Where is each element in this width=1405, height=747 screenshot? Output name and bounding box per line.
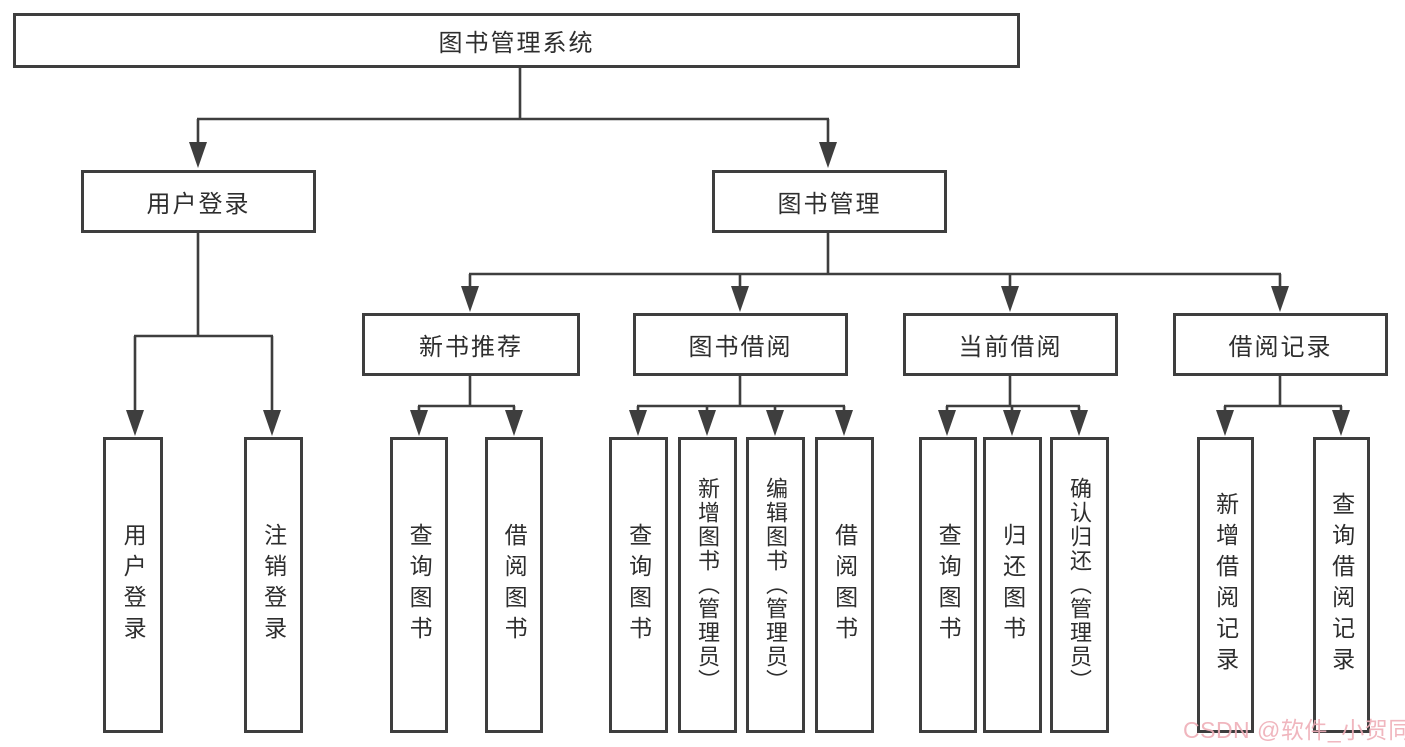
node-current-borrowing: 当前借阅 (903, 313, 1118, 376)
node-label: 借阅图书 (501, 523, 528, 647)
node-label: 新增图书（管理员） (695, 477, 721, 693)
leaf-query-books-borrow: 查询图书 (609, 437, 668, 733)
node-user-login: 用户登录 (81, 170, 316, 233)
leaf-return-books: 归还图书 (983, 437, 1042, 733)
connector-login-to-leaves (133, 233, 274, 411)
node-library-management-system: 图书管理系统 (13, 13, 1020, 68)
node-label: 图书管理 (777, 191, 882, 218)
node-label: 查询图书 (935, 523, 962, 647)
connector-borrow-to-leaves (636, 376, 846, 411)
leaf-confirm-return-admin: 确认归还（管理员） (1050, 437, 1109, 733)
leaf-user-login: 用户登录 (103, 437, 163, 733)
connector-current-to-leaves (945, 376, 1081, 411)
node-label: 新书推荐 (419, 334, 523, 361)
node-label: 注销登录 (260, 523, 287, 647)
node-label: 确认归还（管理员） (1067, 477, 1093, 693)
node-label: 查询图书 (625, 523, 652, 647)
node-label: 查询借阅记录 (1328, 492, 1355, 678)
node-new-book-recommend: 新书推荐 (362, 313, 580, 376)
node-label: 新增借阅记录 (1212, 492, 1239, 678)
connector-records-to-leaves (1223, 376, 1343, 411)
node-label: 图书管理系统 (438, 30, 595, 57)
connector-root-to-level2 (196, 68, 830, 143)
node-label: 查询图书 (406, 523, 433, 647)
node-label: 归还图书 (999, 523, 1026, 647)
node-label: 编辑图书（管理员） (763, 477, 789, 693)
node-book-management: 图书管理 (712, 170, 947, 233)
leaf-query-books-recommend: 查询图书 (390, 437, 448, 733)
csdn-watermark: CSDN @软件_小贺同学 (1183, 717, 1405, 743)
node-label: 当前借阅 (958, 334, 1063, 361)
leaf-borrow-books-recommend: 借阅图书 (485, 437, 543, 733)
leaf-borrow-books-borrow: 借阅图书 (815, 437, 874, 733)
connector-management-to-level3 (468, 233, 1282, 287)
node-book-borrowing: 图书借阅 (633, 313, 848, 376)
node-label: 用户登录 (120, 523, 147, 647)
leaf-logout: 注销登录 (244, 437, 303, 733)
node-label: 借阅记录 (1228, 334, 1333, 361)
node-label: 图书借阅 (688, 334, 793, 361)
leaf-query-borrow-record: 查询借阅记录 (1313, 437, 1370, 733)
leaf-edit-book-admin: 编辑图书（管理员） (746, 437, 805, 733)
node-label: 借阅图书 (831, 523, 858, 647)
node-borrowing-records: 借阅记录 (1173, 313, 1388, 376)
connector-recommend-to-leaves (417, 376, 516, 411)
node-label: 用户登录 (146, 191, 251, 218)
leaf-query-books-current: 查询图书 (919, 437, 977, 733)
leaf-add-borrow-record: 新增借阅记录 (1197, 437, 1254, 733)
leaf-add-book-admin: 新增图书（管理员） (678, 437, 737, 733)
